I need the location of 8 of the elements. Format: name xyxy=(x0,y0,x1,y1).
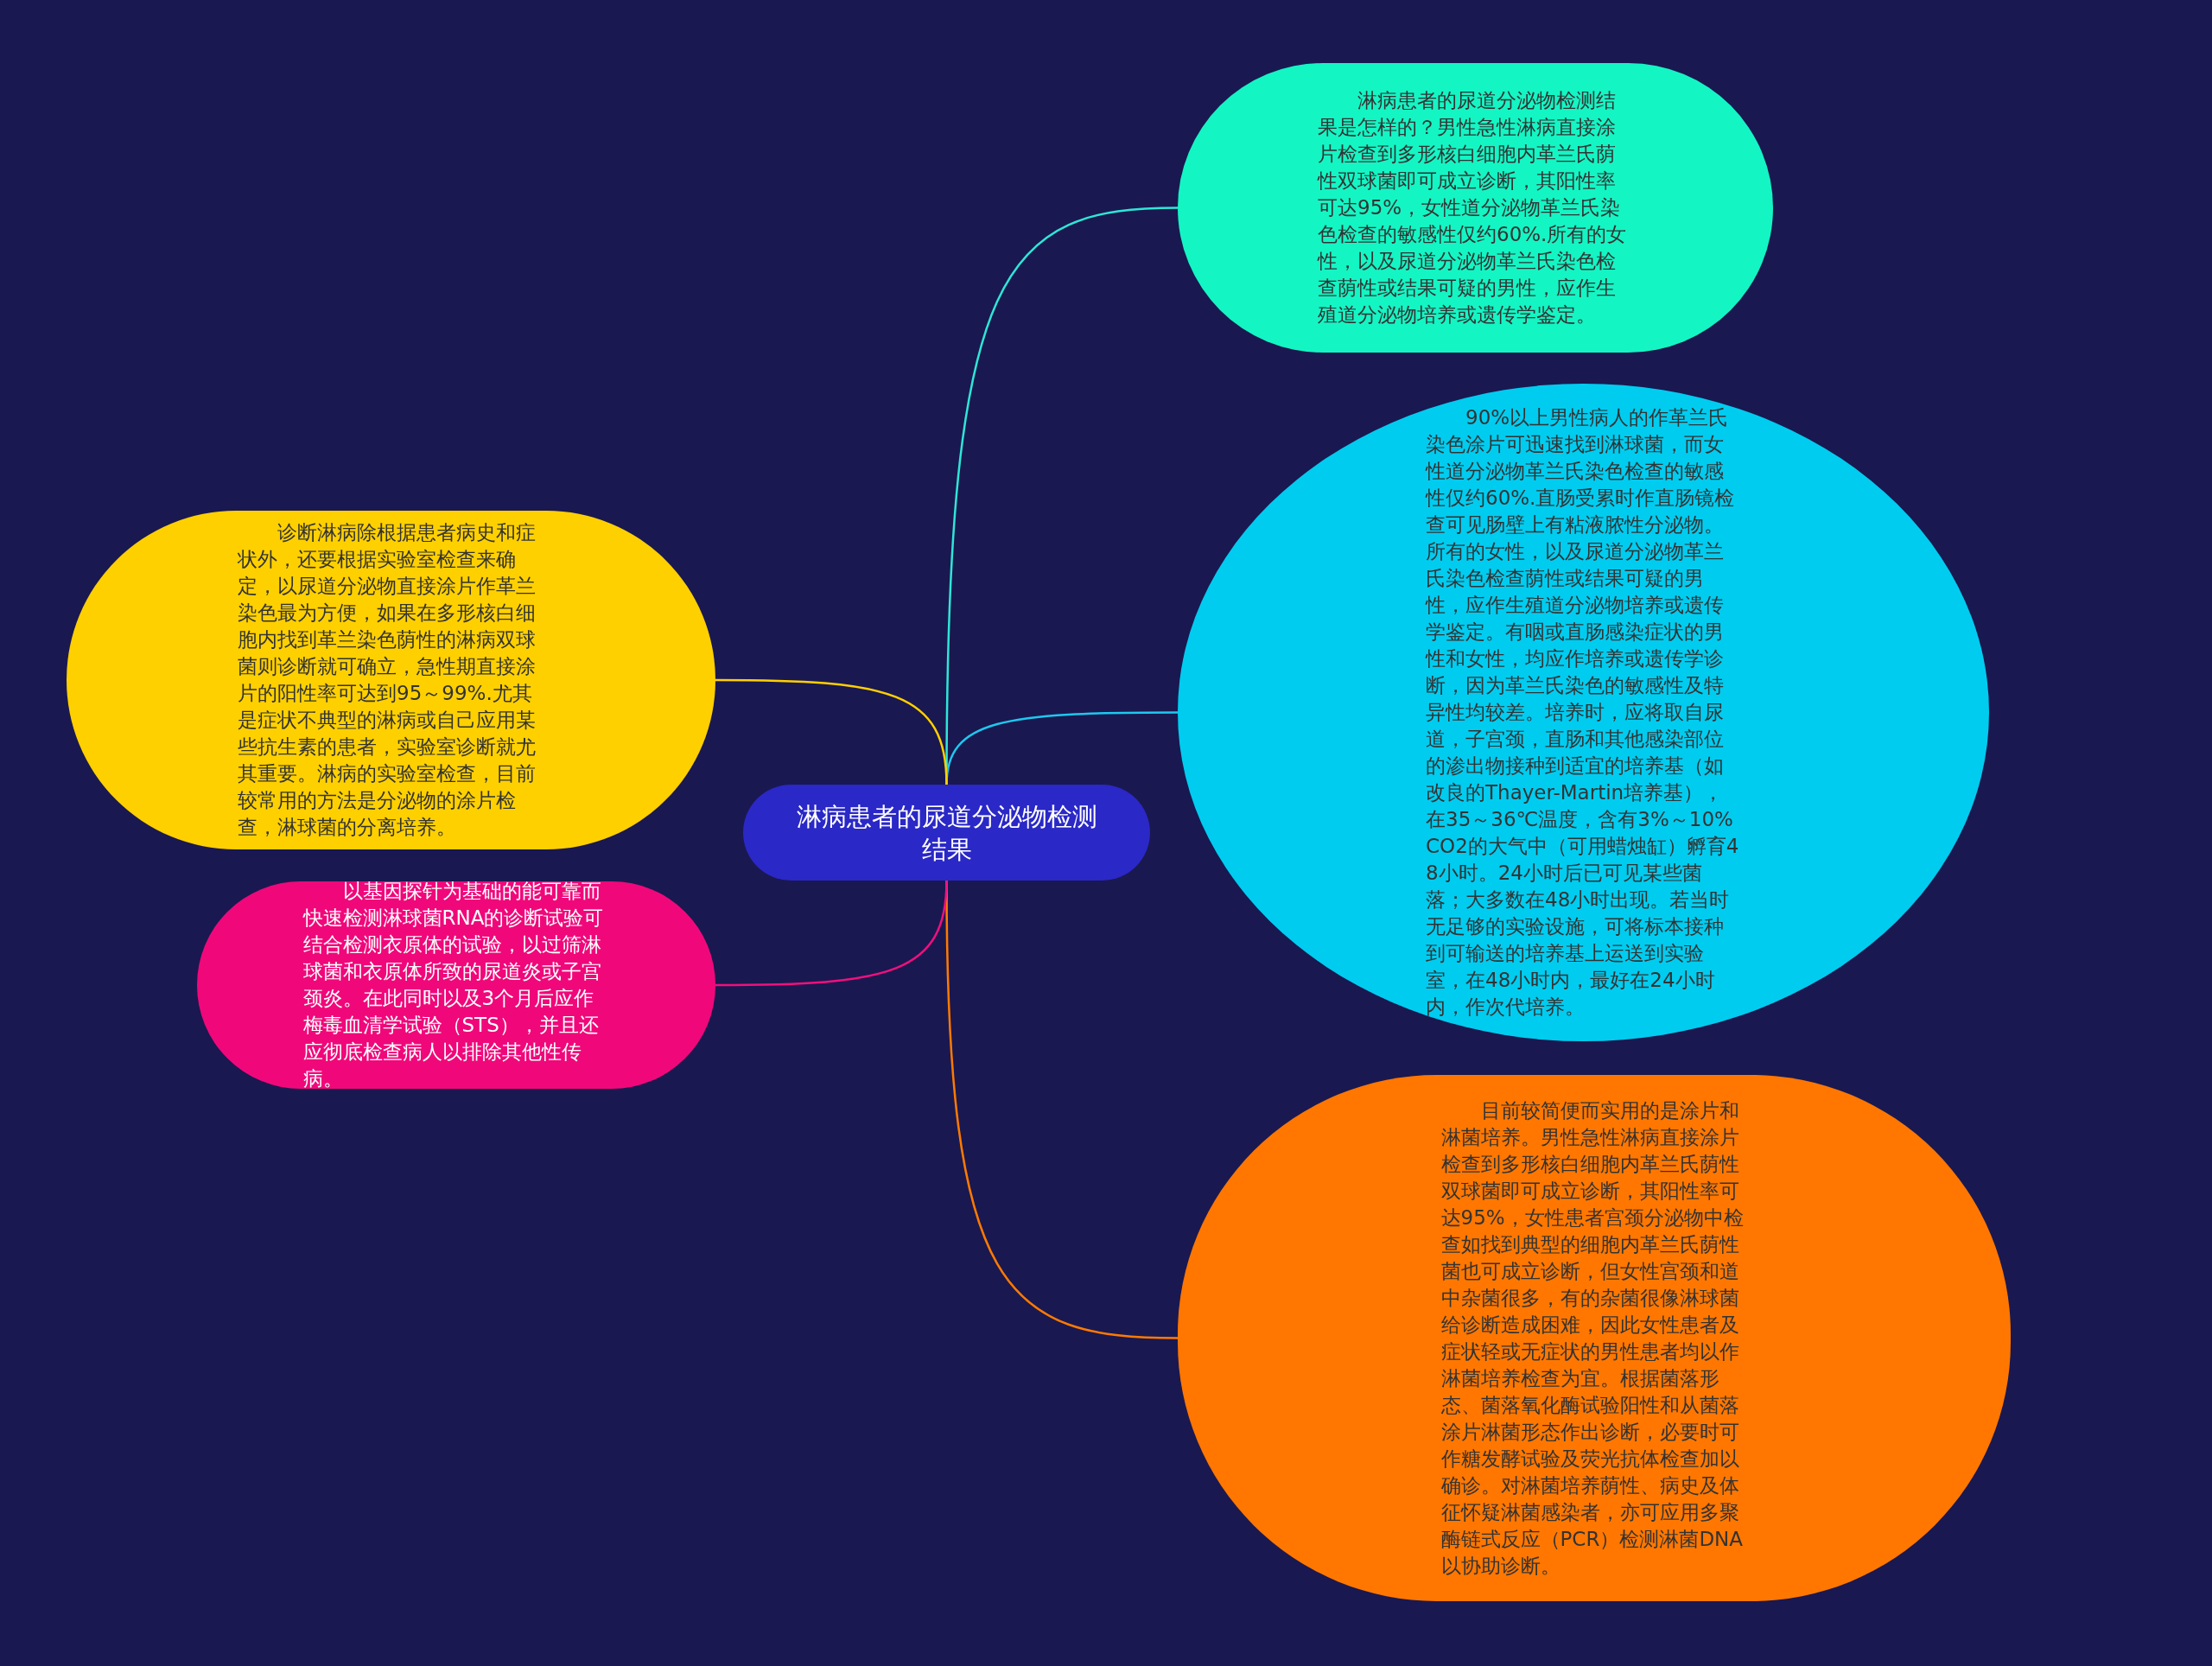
topic-text: 淋病患者的尿道分泌物检测结果是怎样的？男性急性淋病直接涂片检查到多形核白细胞内革兰氏荫性双球菌即可成立诊断，其阳性率可达95%，女性道分泌物革兰氏染色检查的敏感性仅约60%.所有的女性，以及尿道分泌物革兰氏染色检查荫性或结果可疑的男性，应作生殖道分泌物培养或遗传学鉴定。 xyxy=(1318,88,1628,327)
connector-line xyxy=(715,880,948,987)
topic-text: 目前较简便而实用的是涂片和淋菌培养。男性急性淋病直接涂片检查到多形核白细胞内革兰氏荫性双球菌即可成立诊断，其阳性率可达95%，女性患者宫颈分泌物中检查如找到典型的细胞内革兰氏荫性菌也可成立诊断，但女性宫颈和道中杂菌很多，有的杂菌很像淋球菌给诊断造成困难，因此女性患者及症状轻或无症状的男性患者均以作淋菌培养检查为宜。根据菌落形态、菌落氧化酶试验阳性和从菌落涂片淋菌形态作出诊断，必要时可作糖发酵试验及荧光抗体检查加以确诊。对淋菌培养荫性、病史及体征怀疑淋菌感染者，亦可应用多聚酶链式反应（PCR）检测淋菌DNA以协助诊断。 xyxy=(1440,1097,1745,1579)
connector-line xyxy=(715,678,948,785)
topic-text: 90%以上男性病人的作革兰氏染色涂片可迅速找到淋球菌，而女性道分泌物革兰氏染色检查的敏感性仅约60%.直肠受累时作直肠镜检查可见肠壁上有粘液脓性分泌物。所有的女性，以及尿道分泌物革兰氏染色检查荫性或结果可疑的男性，应作生殖道分泌物培养或遗传学鉴定。有咽或直肠感染症状的男性和女性，均应作培养或遗传学诊断，因为革兰氏染色的敏感性及特异性均较差。培养时，应将取自尿道，子宫颈，直肠和其他感染部位的渗出物接种到适宜的培养基（如改良的Thayer-Martin培养基），在35～36℃温度，含有3%～10%CO2的大气中（可用蜡烛缸）孵育48小时。24小时后已可见某些菌落；大多数在48小时出现。若当时无足够的实验设施，可将标本接种到可输送的培养基上运送到实验室，在48小时内，最好在24小时内，作次代培养。 xyxy=(1426,405,1740,1020)
topic-text: 诊断淋病除根据患者病史和症状外，还要根据实验室检查来确定，以尿道分泌物直接涂片作革兰染色最为方便，如果在多形核白细胞内找到革兰染色荫性的淋病双球菌则诊断就可确立，急性期直接涂片的阳性率可达到95～99%.尤其是症状不典型的淋病或自己应用某些抗生素的患者，实验室诊断就尤其重要。淋病的实验室检查，目前较常用的方法是分泌物的涂片检查，淋球菌的分离培养。 xyxy=(238,520,537,840)
topic-title: 淋病患者的尿道分泌物检测结果 xyxy=(795,800,1098,866)
topic-text: 以基因探针为基础的能可靠而快速检测淋球菌RNA的诊断试验可结合检测衣原体的试验，以过筛淋球菌和衣原体所致的尿道炎或子宫颈炎。在此同时以及3个月后应作梅毒血清学试验（STS），并且还应彻底检查病人以排除其他性传病。 xyxy=(302,879,605,1091)
